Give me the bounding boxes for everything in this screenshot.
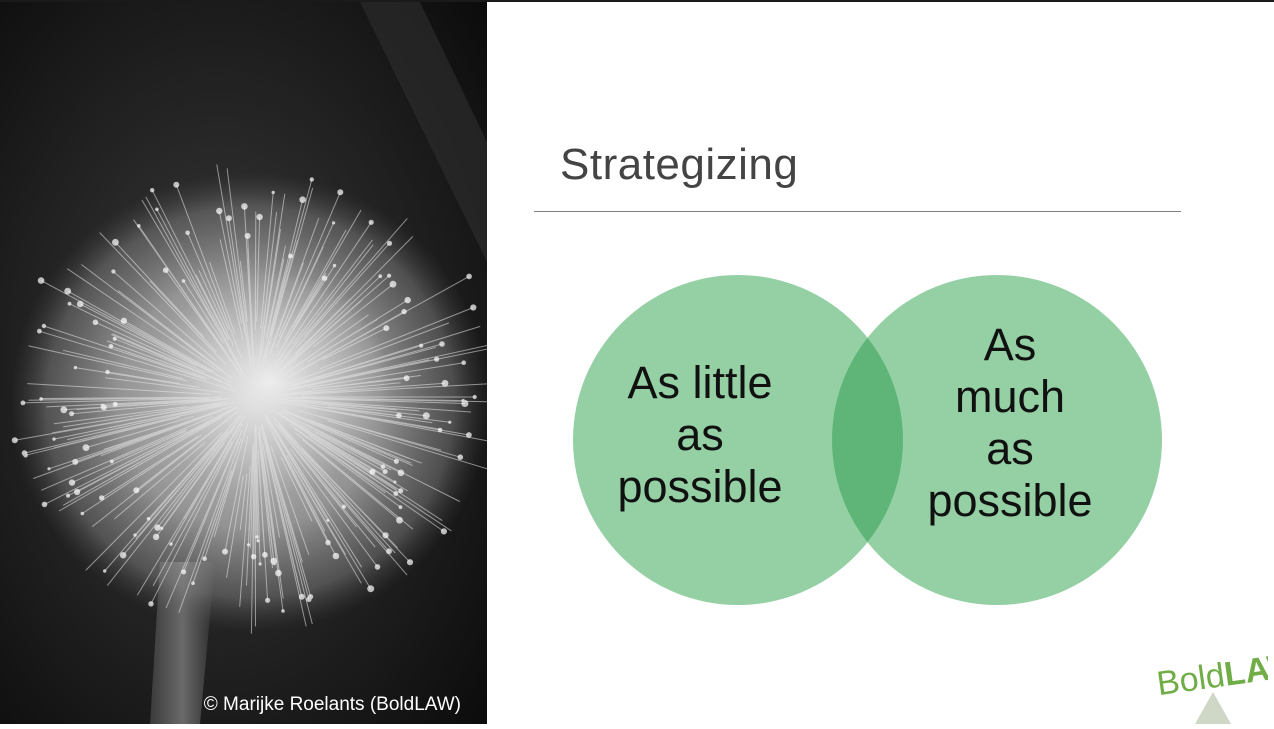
- venn-label-right-line: As: [910, 319, 1110, 371]
- venn-label-right: As much as possible: [910, 319, 1110, 527]
- svg-text:BoldLAW: BoldLAW: [1154, 645, 1268, 703]
- venn-label-left-line: As little: [600, 357, 800, 409]
- venn-label-left: As little as possible: [600, 357, 800, 513]
- slide-title: Strategizing: [560, 140, 798, 190]
- title-divider: [534, 211, 1181, 212]
- logo-text-bold: Bold: [1154, 656, 1227, 703]
- venn-label-right-line: possible: [910, 475, 1110, 527]
- venn-label-right-line: much: [910, 371, 1110, 423]
- venn-label-right-line: as: [910, 423, 1110, 475]
- photo-credit: © Marijke Roelants (BoldLAW): [0, 685, 487, 724]
- venn-label-left-line: possible: [600, 461, 800, 513]
- logo-text-law: LAW: [1222, 645, 1268, 693]
- venn-label-left-line: as: [600, 409, 800, 461]
- dandelion-photo: [0, 2, 487, 724]
- boldlaw-logo: BoldLAW: [1153, 640, 1268, 724]
